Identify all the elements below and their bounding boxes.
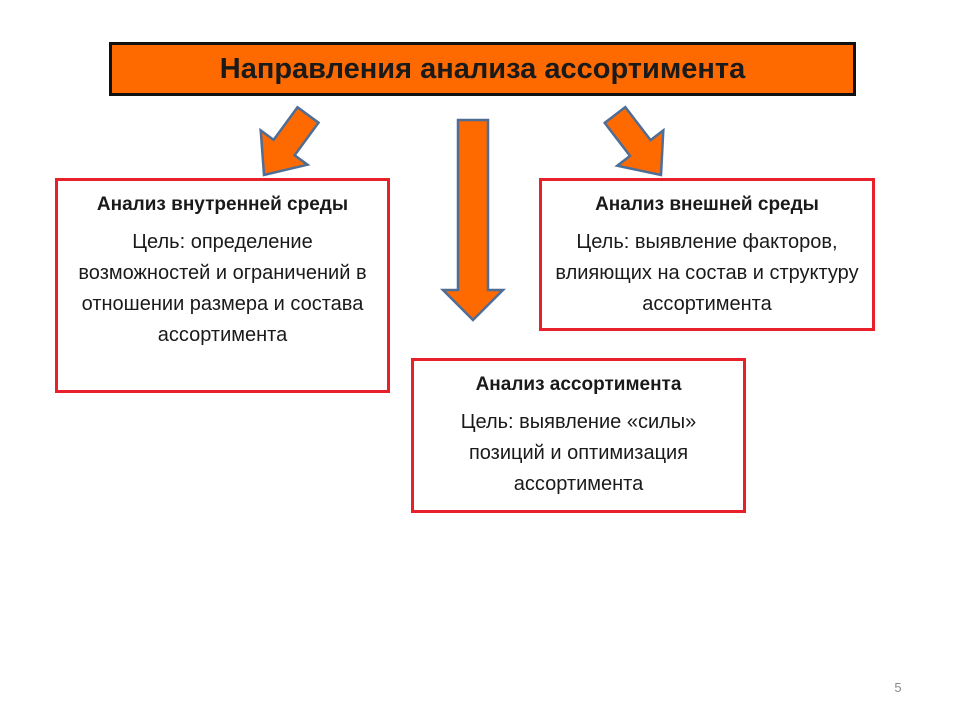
- arrow-right-diagonal: [602, 105, 665, 177]
- arrow-center-down-shape: [439, 118, 507, 322]
- arrow-left-diagonal: [259, 105, 321, 177]
- assortment-analysis-box: Анализ ассортимента Цель: выявление «сил…: [411, 358, 746, 513]
- title-bar: Направления анализа ассортимента: [109, 42, 856, 96]
- arrow-left-diagonal-shape: [259, 105, 321, 177]
- external-analysis-heading: Анализ внешней среды: [595, 194, 819, 215]
- assortment-analysis-heading: Анализ ассортимента: [475, 374, 682, 395]
- arrow-center-down: [439, 118, 507, 322]
- internal-analysis-heading: Анализ внутренней среды: [96, 194, 349, 215]
- slide-number: 5: [894, 680, 902, 695]
- arrow-right-diagonal-shape: [602, 105, 665, 177]
- internal-analysis-box: Анализ внутренней среды Цель: определени…: [55, 178, 390, 393]
- internal-analysis-text: Цель: определение возможностей и огранич…: [78, 231, 367, 346]
- slide-title: Направления анализа ассортимента: [219, 52, 746, 85]
- assortment-analysis-text: Цель: выявление «силы» позиций и оптимиз…: [460, 411, 697, 495]
- external-analysis-box: Анализ внешней среды Цель: выявление фак…: [539, 178, 875, 331]
- external-analysis-text: Цель: выявление факторов, влияющих на со…: [555, 231, 859, 315]
